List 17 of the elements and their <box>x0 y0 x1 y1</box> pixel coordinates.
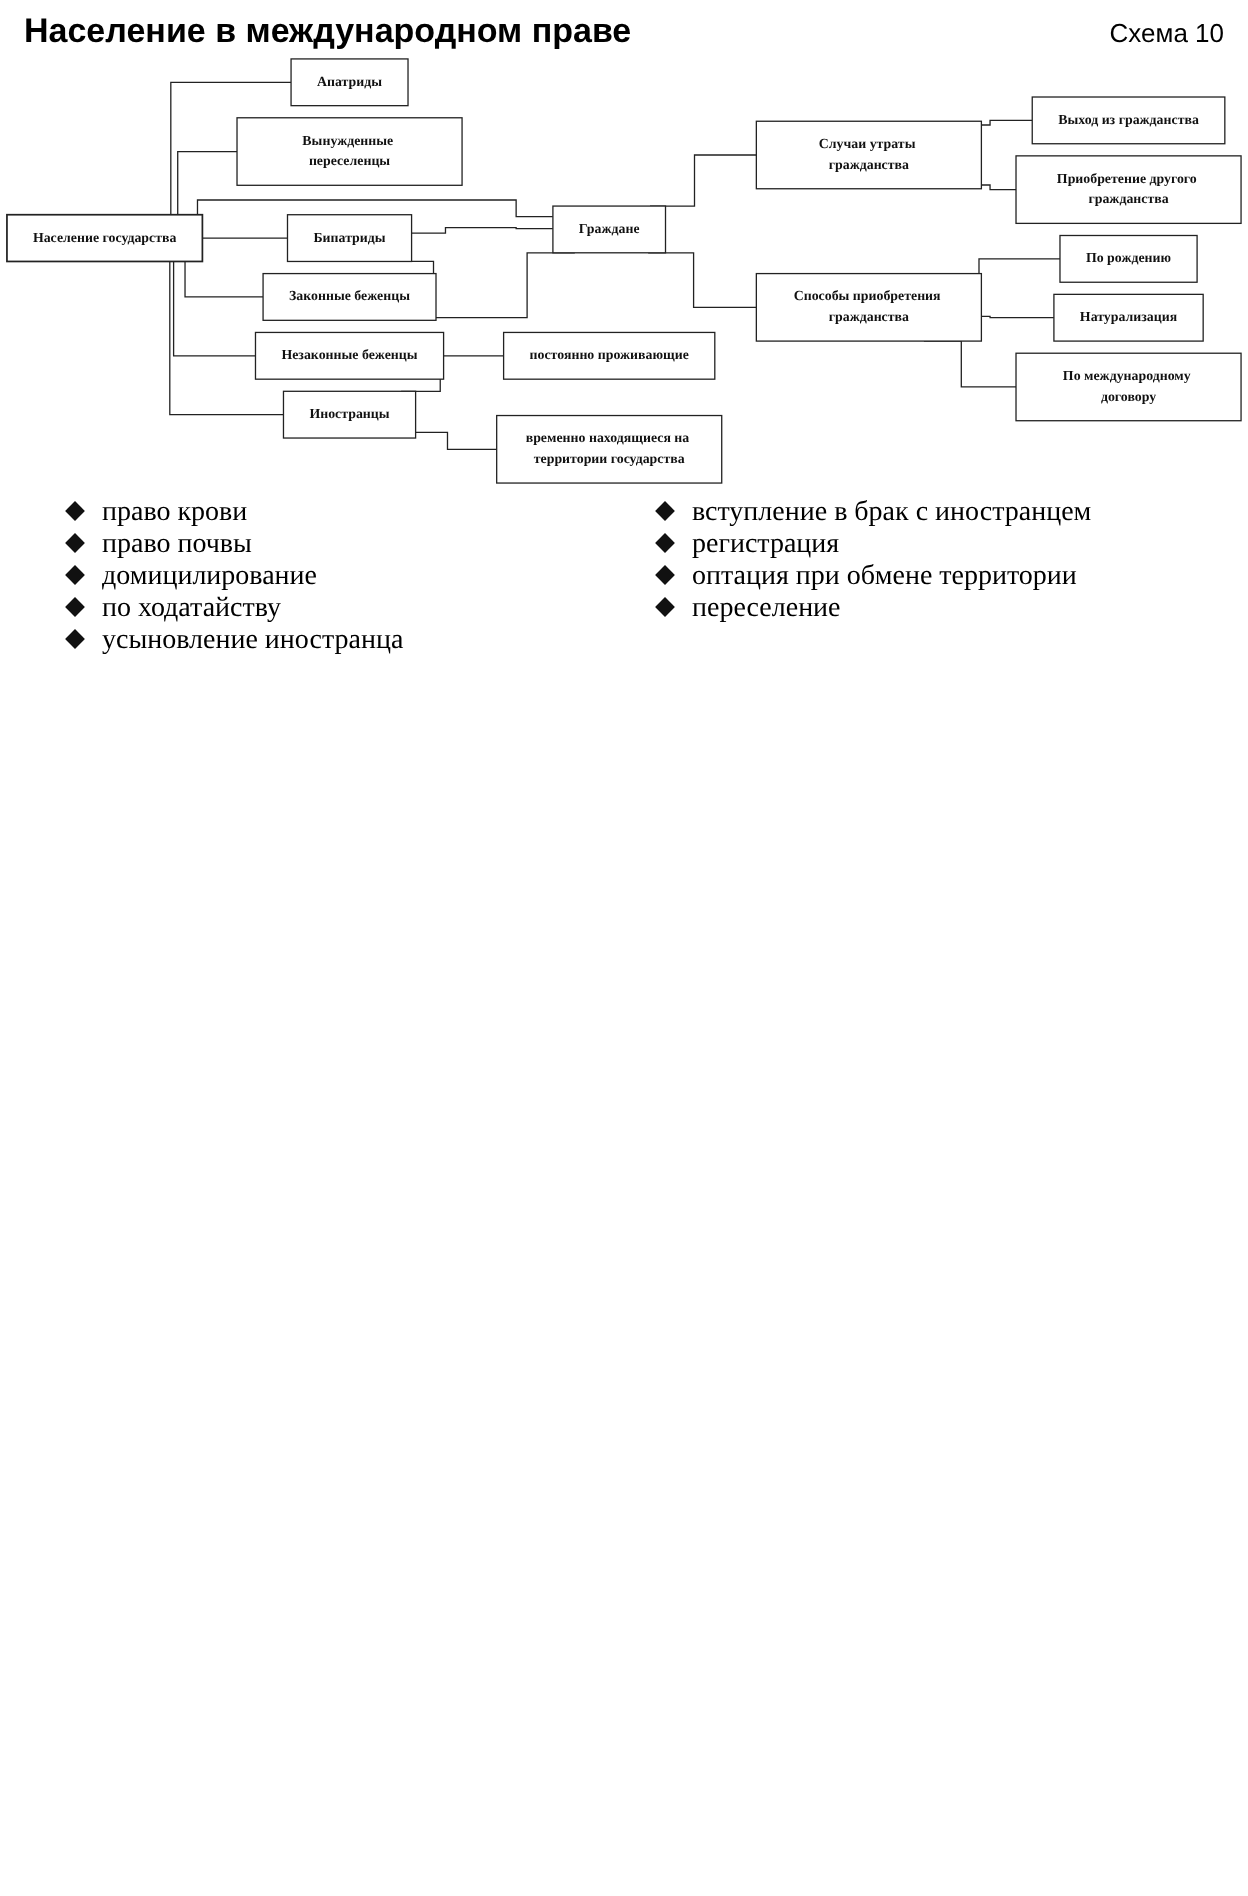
bullet-item: оптация при обмене территории <box>692 561 1077 592</box>
bullet-item: домицилирование <box>102 561 318 592</box>
connector <box>414 431 498 450</box>
connector <box>980 119 1033 126</box>
connector <box>201 237 289 239</box>
connector <box>980 315 1055 319</box>
connector <box>410 227 554 234</box>
bullet-item: усыновление иностранца <box>102 625 404 656</box>
bullet-item: право крови <box>102 497 248 528</box>
bullet-item: право почвы <box>102 529 252 560</box>
bullet-item: вступление в брак с иностранцем <box>692 497 1092 528</box>
bullet-item: по ходатайству <box>102 593 281 624</box>
diagram-title: Население в международном праве <box>24 12 632 52</box>
connector <box>980 184 1017 191</box>
scheme-number: Схема 10 <box>1109 18 1224 48</box>
bullet-item: переселение <box>692 593 841 624</box>
bullet-item: регистрация <box>692 529 840 560</box>
